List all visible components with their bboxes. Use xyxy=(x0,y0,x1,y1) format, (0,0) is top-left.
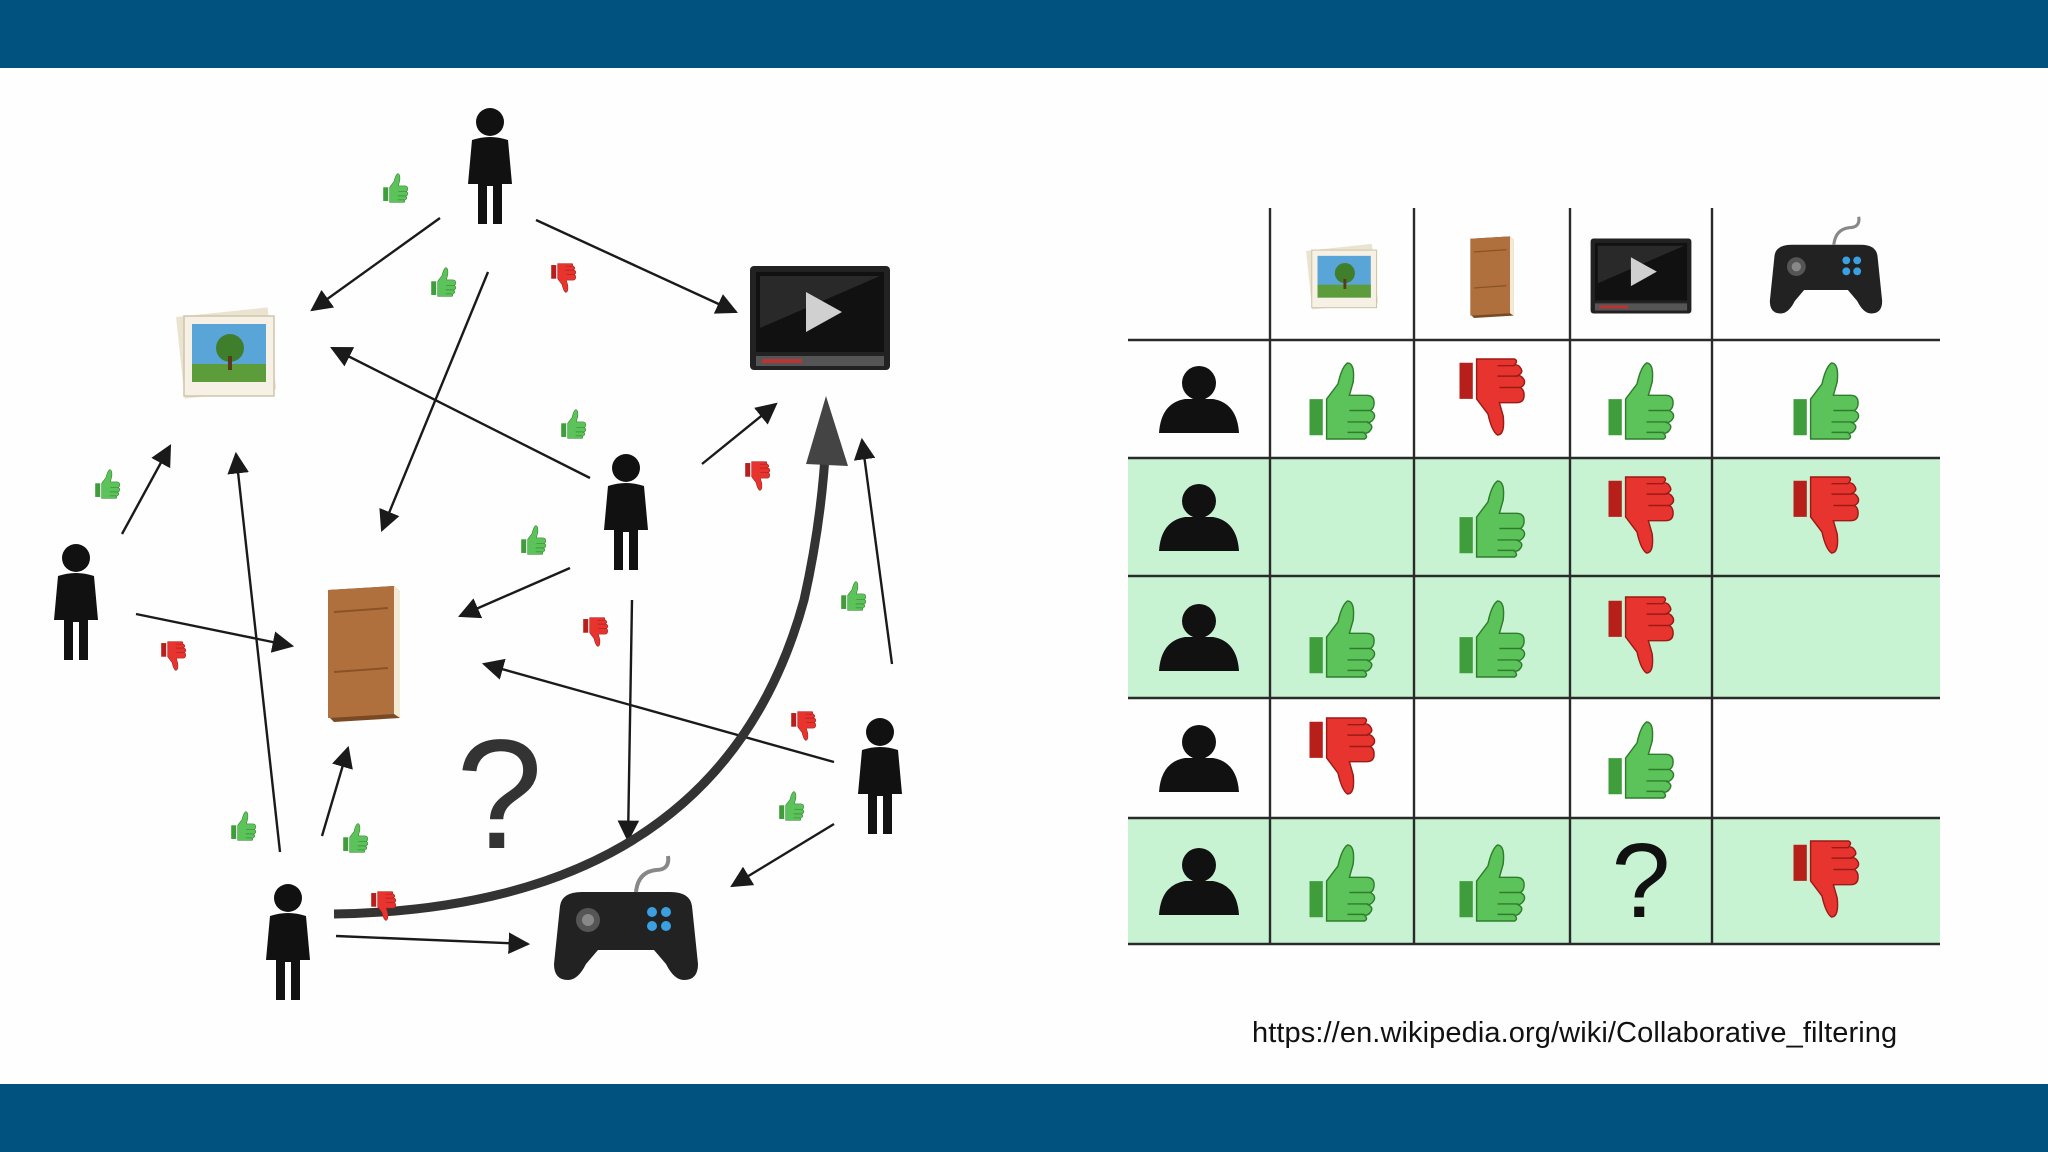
user-icon xyxy=(604,454,648,570)
thumb-down-icon xyxy=(1458,358,1526,436)
book-icon xyxy=(327,585,401,723)
bottom-banner xyxy=(0,1084,2048,1152)
highlighted-row xyxy=(1128,818,1940,944)
book-icon xyxy=(1469,235,1515,319)
thumb-up-icon xyxy=(1607,721,1675,799)
picture-icon xyxy=(175,306,277,400)
gamepad-icon xyxy=(552,854,700,982)
top-banner xyxy=(0,0,2048,68)
video-player-icon xyxy=(750,266,890,370)
user-icon xyxy=(858,718,902,834)
unknown-rating-mark: ? xyxy=(1612,822,1671,940)
video-player-icon xyxy=(1590,238,1692,314)
thumb-up-icon xyxy=(1308,362,1376,440)
user-icon xyxy=(266,884,310,1000)
user-icon xyxy=(468,108,512,224)
rating-matrix: ? xyxy=(1128,208,1940,946)
recommendation-arrow xyxy=(333,439,831,919)
thumb-down-icon xyxy=(1308,717,1376,795)
rating-graph: ? xyxy=(54,108,902,1000)
gamepad-icon xyxy=(1768,215,1884,316)
user-icon xyxy=(54,544,98,660)
user-icon xyxy=(1159,366,1239,433)
thumb-up-icon xyxy=(1607,362,1675,440)
unknown-rating-mark: ? xyxy=(456,708,543,882)
highlighted-row xyxy=(1128,576,1940,698)
highlighted-row xyxy=(1128,458,1940,576)
picture-icon xyxy=(1305,243,1379,311)
source-link[interactable]: https://en.wikipedia.org/wiki/Collaborat… xyxy=(1252,1017,1898,1049)
thumb-up-icon xyxy=(1792,362,1860,440)
user-icon xyxy=(1159,725,1239,792)
recommendation-arrow-head xyxy=(806,396,848,466)
graph-arrows xyxy=(120,217,894,954)
